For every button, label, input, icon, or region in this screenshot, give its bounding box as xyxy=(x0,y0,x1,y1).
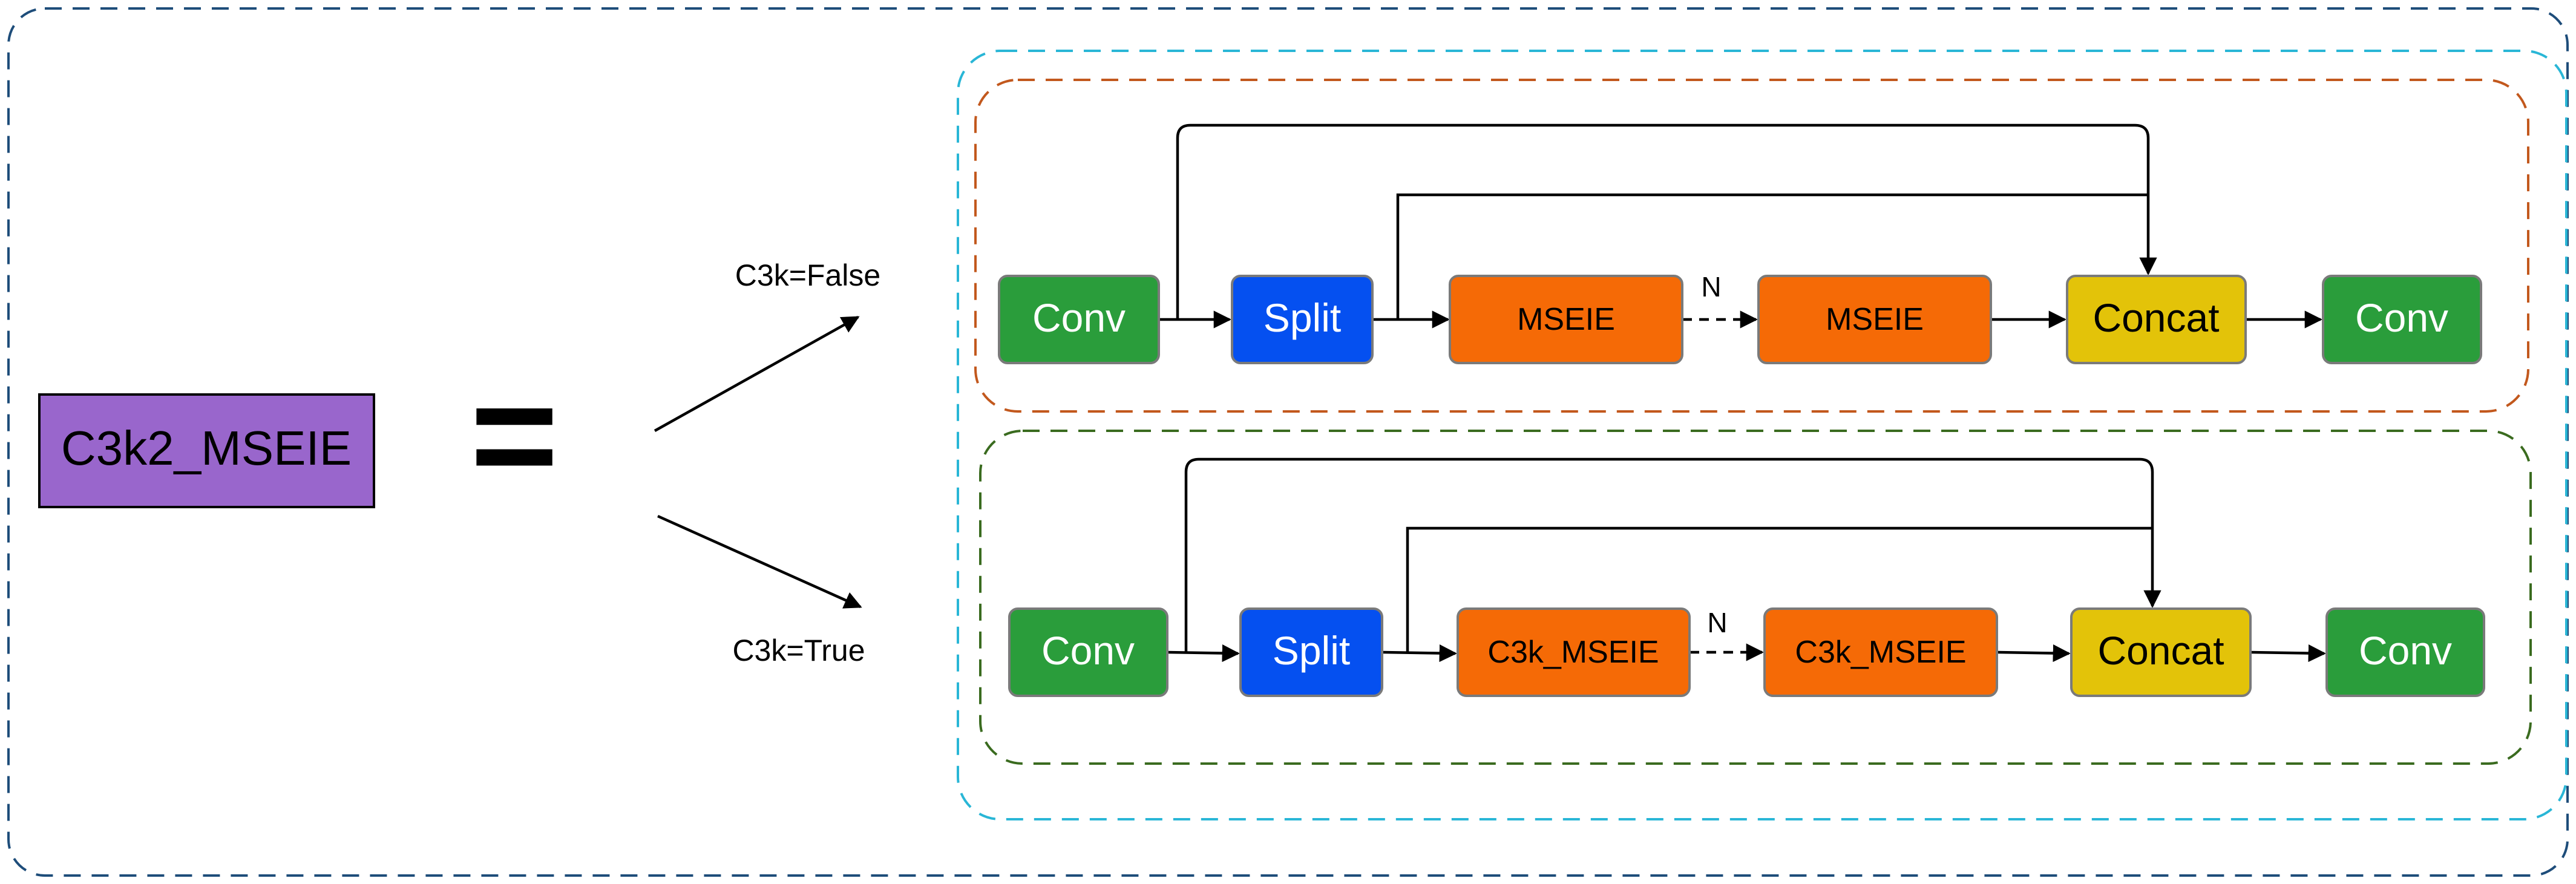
condition-label-c3k-true: C3k=True xyxy=(732,634,865,667)
svg-text:Split: Split xyxy=(1273,628,1350,673)
svg-text:Concat: Concat xyxy=(2097,628,2224,673)
skip-connection-conv-to-concat xyxy=(1184,457,2161,652)
branch-frame-c3k-false xyxy=(974,79,2529,413)
module-block-label: C3k2_MSEIE xyxy=(61,421,352,475)
conv-block: Conv xyxy=(2325,607,2485,697)
svg-text:Split: Split xyxy=(1263,295,1341,340)
repeat-label: N xyxy=(1707,607,1727,638)
c3k-mseie-block: C3k_MSEIE xyxy=(1763,607,1998,697)
skip-connection-split-to-concat xyxy=(1406,526,2152,652)
concat-block: Concat xyxy=(2066,275,2247,364)
branch-arrow-c3k-true xyxy=(657,514,862,609)
mseie-block: MSEIE xyxy=(1757,275,1992,364)
conv-block: Conv xyxy=(998,275,1160,364)
flow-arrow xyxy=(1996,644,2071,663)
skip-connection-split-to-concat xyxy=(1396,193,2148,319)
repeat-label: N xyxy=(1701,271,1721,303)
branch-c3k-true: N Conv Split C3k_MSEIE C3k_MSEIE Concat … xyxy=(1008,457,2485,697)
c3k-mseie-block: C3k_MSEIE xyxy=(1457,607,1691,697)
svg-text:C3k_MSEIE: C3k_MSEIE xyxy=(1795,635,1966,670)
split-block: Split xyxy=(1239,607,1383,697)
svg-text:MSEIE: MSEIE xyxy=(1826,302,1924,337)
mseie-block: MSEIE xyxy=(1449,275,1683,364)
skip-connection-conv-to-concat xyxy=(1176,123,2157,319)
svg-text:Concat: Concat xyxy=(2093,295,2219,340)
branch-c3k-false: N Conv Split MSEIE MSEIE Concat Conv xyxy=(998,123,2482,364)
svg-text:MSEIE: MSEIE xyxy=(1517,302,1615,337)
svg-text:Conv: Conv xyxy=(2355,295,2448,340)
outer-frame xyxy=(7,7,2569,877)
concat-block: Concat xyxy=(2070,607,2252,697)
svg-text:C3k_MSEIE: C3k_MSEIE xyxy=(1487,635,1659,670)
flow-arrow xyxy=(2250,644,2326,663)
split-block: Split xyxy=(1231,275,1374,364)
group-frame xyxy=(957,50,2568,820)
flow-arrow xyxy=(1381,644,1457,663)
conv-block: Conv xyxy=(2322,275,2482,364)
conv-block: Conv xyxy=(1008,607,1168,697)
branch-frame-c3k-true xyxy=(979,430,2532,765)
module-block-box xyxy=(38,393,375,508)
svg-text:Conv: Conv xyxy=(1032,295,1126,340)
module-block: C3k2_MSEIE xyxy=(38,393,375,508)
condition-label-c3k-false: C3k=False xyxy=(735,258,880,292)
svg-text:Conv: Conv xyxy=(2359,628,2452,673)
flow-arrow xyxy=(1167,644,1240,663)
svg-text:Conv: Conv xyxy=(1041,628,1135,673)
branch-arrow-c3k-false xyxy=(654,316,860,432)
equals-sign: = xyxy=(470,350,559,519)
